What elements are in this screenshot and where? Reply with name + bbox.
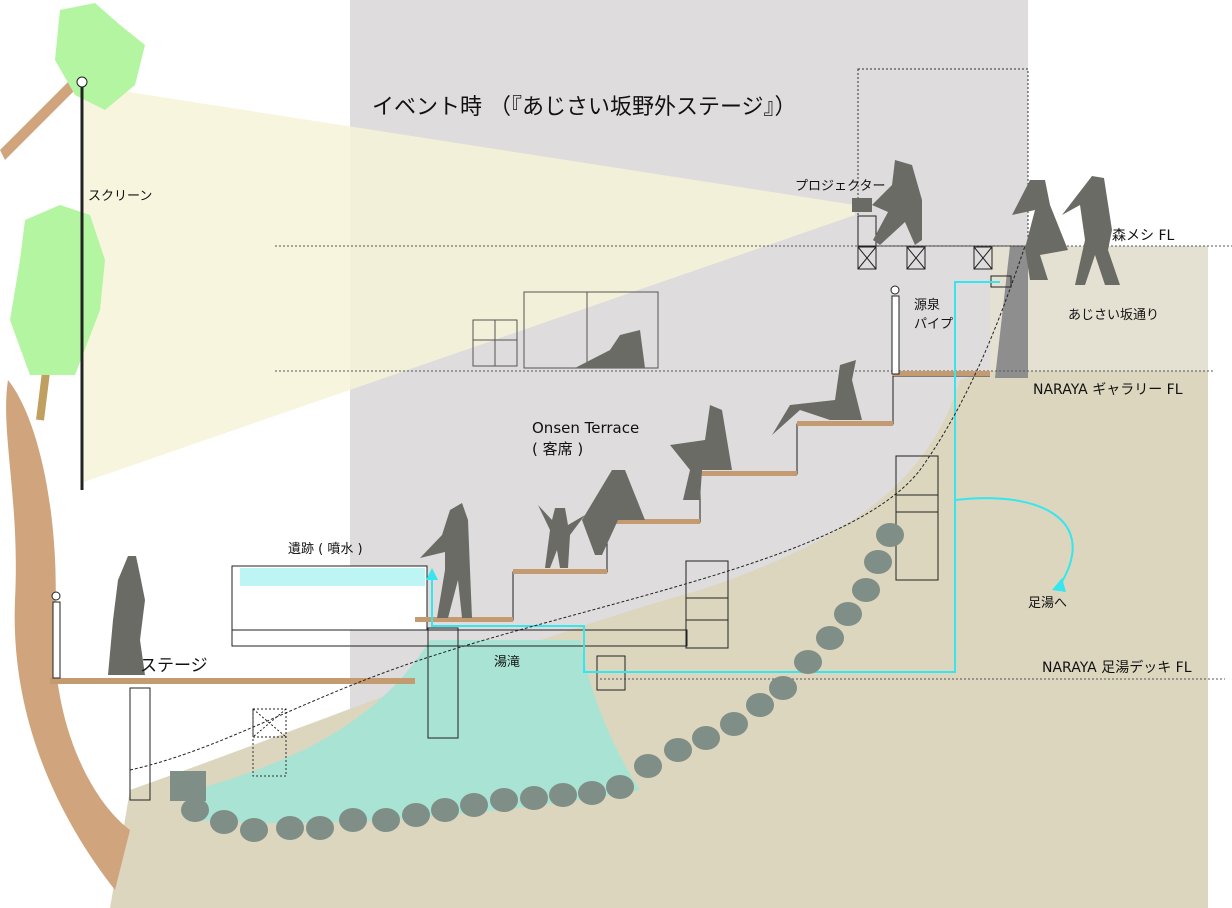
label-ajisai-street: あじさい坂通り (1068, 308, 1159, 323)
stone (520, 786, 548, 810)
stone (402, 803, 430, 827)
projector-icon (852, 198, 872, 212)
projector-light-beam (84, 85, 855, 482)
person-walking-2 (1062, 176, 1120, 285)
hot-water-pipe (431, 281, 1000, 673)
label-gallery-fl: NARAYA ギャラリー FL (1033, 382, 1183, 398)
stone (240, 818, 268, 842)
stone (720, 712, 748, 736)
label-ruins: 遺跡 ( 噴水 ) (288, 541, 363, 557)
hot-fall-column (427, 627, 459, 739)
stage-pier (129, 687, 151, 801)
label-stage: ステージ (140, 656, 208, 676)
person-lying (575, 330, 645, 368)
stone (339, 808, 367, 832)
stone (634, 754, 662, 778)
person-reclining (772, 360, 862, 435)
stone (692, 726, 720, 750)
retaining-wall (995, 246, 1028, 378)
footbath-pipe (954, 497, 1074, 586)
label-hot-fall: 湯滝 (494, 655, 520, 670)
stone (664, 738, 692, 762)
stone (746, 693, 774, 717)
person-standing (420, 503, 472, 618)
stone (490, 788, 518, 812)
stone (460, 793, 488, 817)
person-walking (1012, 180, 1068, 280)
label-footbath-deck-fl: NARAYA 足湯デッキ FL (1042, 659, 1192, 676)
label-screen: スクリーン (88, 189, 152, 204)
person-child (538, 505, 585, 568)
stone (834, 602, 862, 626)
stone (606, 775, 634, 799)
label-seats: ( 客席 ) (532, 440, 583, 458)
pump-box (170, 771, 206, 801)
label-morimeshi-fl: 森メシ FL (1112, 228, 1175, 244)
tree-branch (0, 70, 85, 160)
stone (876, 523, 904, 547)
person-seated-2 (670, 405, 732, 500)
arrow-icon (426, 568, 438, 580)
tree-trunk (6, 380, 131, 890)
ruins-base (231, 629, 688, 647)
stage-deck (50, 678, 415, 684)
stone (794, 650, 822, 674)
stone (864, 550, 892, 574)
storage-box (685, 560, 729, 649)
stone-path (181, 523, 904, 842)
stone (549, 783, 577, 807)
person-stage (108, 556, 145, 675)
stone (816, 626, 844, 650)
ruins-water (240, 568, 425, 586)
projector-stands (252, 215, 1012, 738)
stone (372, 808, 400, 832)
person-seated (582, 470, 645, 555)
person-projector (872, 160, 922, 245)
stone (306, 816, 334, 840)
label-projector: プロジェクター (795, 179, 885, 194)
stone (431, 798, 459, 822)
stone (578, 781, 606, 805)
screen-top (76, 76, 88, 88)
label-source-pipe-2: パイプ (914, 317, 953, 332)
stone (852, 578, 880, 602)
stage-post-top (51, 591, 61, 601)
stone (769, 676, 797, 700)
label-onsen-terrace: Onsen Terrace (532, 419, 639, 437)
storage-box-2 (895, 455, 939, 581)
stone (276, 816, 304, 840)
arrow-icon (1052, 578, 1066, 592)
label-source-pipe: 源泉 (914, 297, 940, 313)
stone (210, 810, 238, 834)
stone (181, 798, 209, 822)
stage-post (52, 601, 61, 679)
title: イベント時 （『あじさい坂野外ステージ』） (372, 95, 797, 120)
dashed-drain-line (129, 245, 1026, 771)
projector-room-outline (857, 68, 1029, 247)
source-pipe (891, 295, 900, 375)
step-treads (415, 371, 990, 622)
water-pool (195, 640, 640, 824)
people-silhouettes (108, 160, 1120, 675)
label-to-footbath: 足湯へ (1028, 596, 1067, 611)
